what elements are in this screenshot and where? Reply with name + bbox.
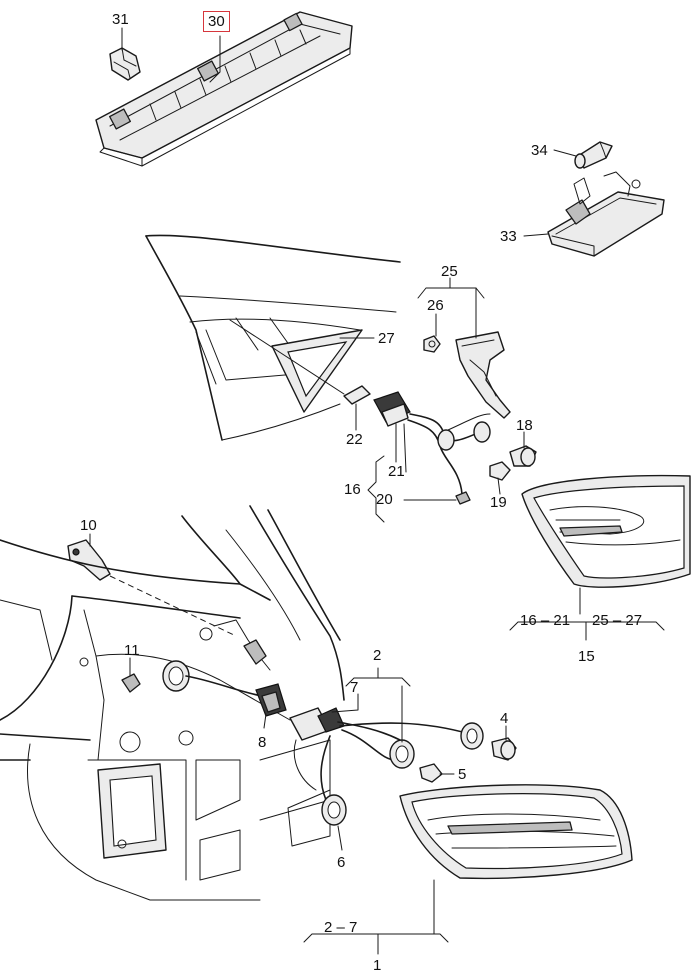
- festoon-bulb-part: [574, 141, 613, 169]
- label-19: 19: [490, 494, 507, 511]
- wiring-harness-2: [289, 707, 471, 801]
- connector-8-part: [255, 683, 287, 717]
- sensor-10-part: [67, 539, 237, 637]
- label-25-27: 25 – 27: [592, 612, 643, 629]
- label-15: 15: [578, 648, 595, 665]
- screw-26-part: [423, 335, 441, 353]
- label-20: 20: [376, 491, 393, 508]
- clip-part: [109, 47, 141, 81]
- warning-triangle-part: [271, 329, 363, 413]
- label-1: 1: [373, 957, 382, 974]
- label-4: 4: [500, 710, 509, 727]
- label-16: 16: [344, 481, 361, 498]
- tail-light-inner-part: [521, 474, 691, 588]
- label-11: 11: [124, 642, 140, 659]
- label-27: 27: [378, 330, 395, 347]
- label-18: 18: [516, 417, 533, 434]
- label-2-7: 2 – 7: [324, 919, 358, 936]
- bulb-4-part: [491, 737, 517, 761]
- label-25: 25: [441, 263, 458, 280]
- wiring-harness-20: [407, 413, 491, 505]
- plate-light-part: [547, 171, 665, 257]
- label-5: 5: [458, 766, 467, 783]
- label-7: 7: [350, 679, 359, 696]
- label-22: 22: [346, 431, 363, 448]
- socket-right-part: [460, 722, 484, 750]
- rear-body-outline-lower: [0, 505, 345, 901]
- socket-center-part: [389, 739, 415, 769]
- grommet-11-part: [121, 673, 141, 693]
- bulb-carrier-bracket-part: [455, 331, 511, 419]
- leader-lines: [89, 27, 665, 955]
- label-2: 2: [373, 647, 382, 664]
- label-30-highlighted[interactable]: 30: [203, 11, 230, 32]
- label-34: 34: [531, 142, 548, 159]
- bulb-5-part: [419, 763, 443, 783]
- label-16-21: 16 – 21: [520, 612, 571, 629]
- label-26: 26: [427, 297, 444, 314]
- socket-6-part: [321, 794, 347, 826]
- rear-body-outline-upper: [145, 234, 401, 441]
- label-33: 33: [500, 228, 517, 245]
- connector-21-part: [373, 391, 411, 427]
- body-grommet-part: [162, 619, 271, 697]
- connector-22-part: [229, 319, 371, 405]
- brake-light-bar-part: [95, 11, 353, 167]
- label-10: 10: [80, 517, 97, 534]
- bulb-18-part: [509, 445, 537, 467]
- label-31: 31: [112, 11, 129, 28]
- tail-light-outer-part: [399, 784, 633, 880]
- label-21: 21: [388, 463, 405, 480]
- bulb-19-part: [489, 461, 511, 481]
- label-6: 6: [337, 854, 346, 871]
- label-8: 8: [258, 734, 267, 751]
